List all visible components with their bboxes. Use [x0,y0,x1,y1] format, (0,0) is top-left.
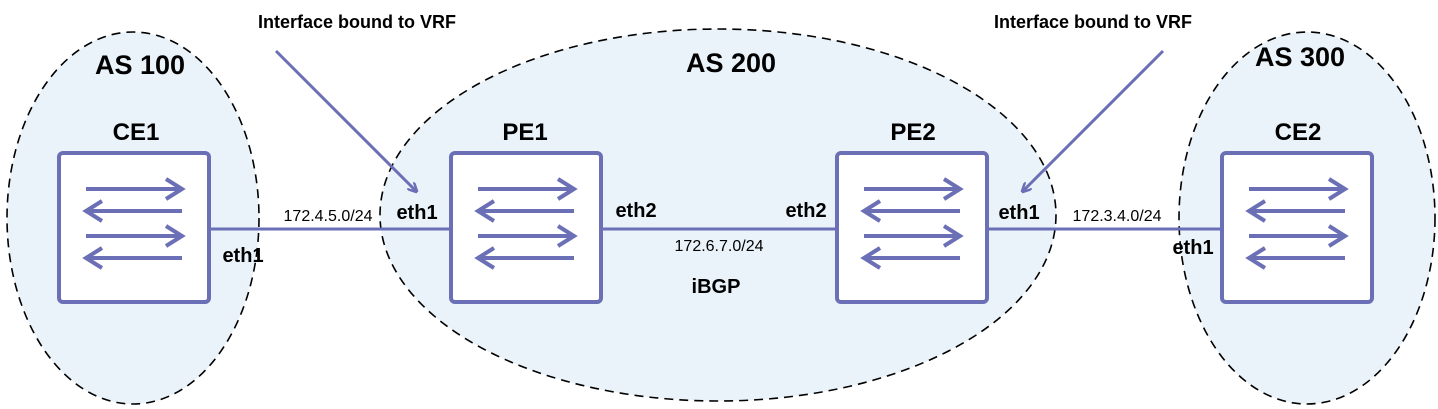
subnet-pe1-pe2: 172.6.7.0/24 [675,238,764,255]
router-ce2-label: CE2 [1275,119,1322,146]
as300-label: AS 300 [1255,42,1345,72]
vrf-note-right: Interface bound to VRF [994,12,1192,32]
as100-label: AS 100 [95,50,185,80]
router-ce2[interactable] [1220,151,1374,304]
router-pe1[interactable] [449,151,603,304]
vrf-note-left: Interface bound to VRF [258,12,456,32]
pe2-eth2-label: eth2 [785,200,826,222]
ce1-eth1-label: eth1 [222,245,263,267]
router-pe1-label: PE1 [502,119,547,146]
pe1-eth1-label: eth1 [396,202,437,224]
subnet-ce1-pe1: 172.4.5.0/24 [284,208,373,225]
pe1-eth2-label: eth2 [615,200,656,222]
subnet-pe2-ce2: 172.3.4.0/24 [1073,208,1162,225]
protocol-ibgp-label: iBGP [692,276,741,298]
router-pe2[interactable] [835,151,989,304]
pe2-eth1-label: eth1 [998,202,1039,224]
vrf-arrow-right [1023,49,1165,191]
as200-label: AS 200 [686,48,776,78]
router-ce1-label: CE1 [113,119,160,146]
vrf-arrow-left [274,49,416,191]
router-pe2-label: PE2 [890,119,935,146]
ce2-eth1-label: eth1 [1172,237,1213,259]
router-ce1[interactable] [57,151,211,304]
as200-cloud [379,28,1057,402]
